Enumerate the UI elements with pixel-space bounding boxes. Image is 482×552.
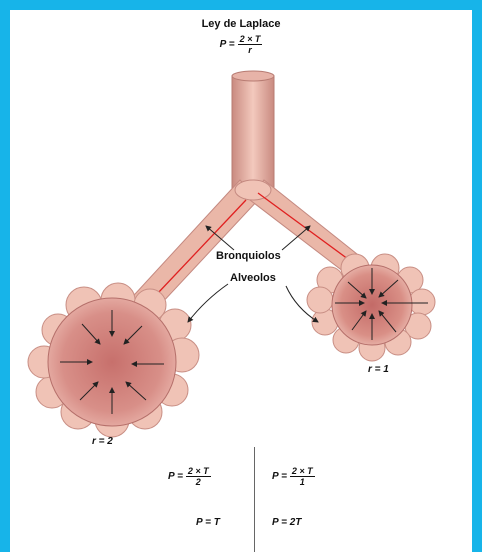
alveolus-small <box>307 254 435 361</box>
table-divider <box>254 447 255 552</box>
diagram-title: Ley de Laplace <box>0 18 482 30</box>
result-right: P = 2T <box>272 517 301 528</box>
label-alveoli: Alveolos <box>230 272 276 284</box>
label-radius-large: r = 2 <box>92 436 113 447</box>
result-left: P = T <box>196 517 220 528</box>
alveolus-large <box>28 283 199 437</box>
label-radius-small: r = 1 <box>368 364 389 375</box>
label-bronchioles: Bronquiolos <box>216 250 281 262</box>
